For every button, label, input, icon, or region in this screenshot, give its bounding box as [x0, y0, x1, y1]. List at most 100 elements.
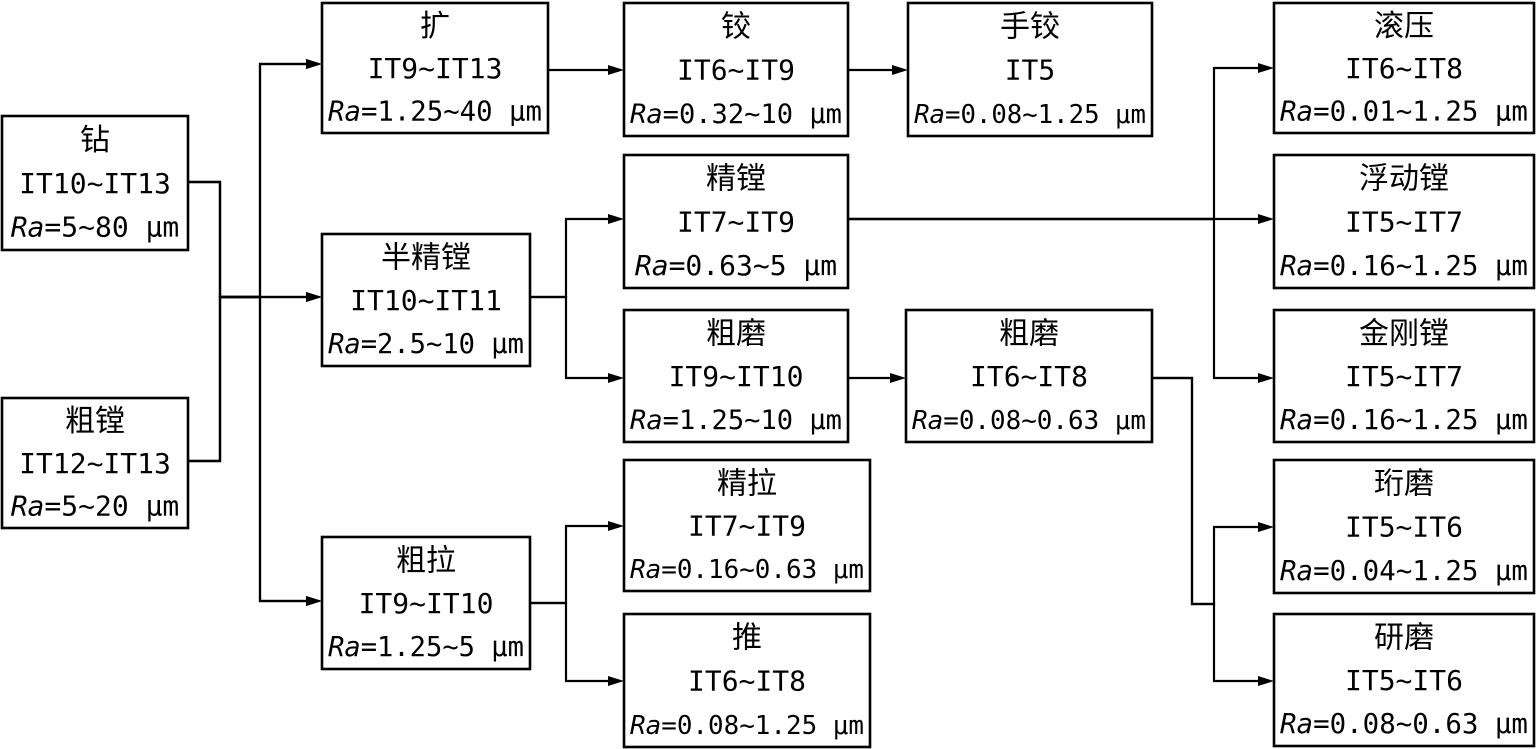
connector-line: [530, 217, 608, 299]
roughness-value: =1.25~10 μm: [663, 405, 842, 436]
arrowhead-icon: [608, 373, 624, 383]
tolerance-grade: IT5: [1005, 54, 1056, 87]
roughness-value: =0.16~1.25 μm: [1313, 405, 1528, 436]
roughness-value: =0.63~5 μm: [669, 249, 838, 282]
process-name: 珩磨: [1374, 467, 1434, 502]
process-name: 铰: [721, 10, 751, 45]
connector-line: [188, 180, 306, 603]
surface-roughness: Ra=1.25~10 μm: [630, 405, 842, 436]
box-border: [0, 114, 190, 252]
process-name: 精拉: [717, 466, 777, 501]
arrowhead-icon: [608, 214, 624, 224]
box-border: [622, 612, 872, 749]
arrowhead-icon: [1258, 373, 1274, 383]
connector-lines: [188, 59, 1274, 686]
connector-semi_fine_bore-to-rough_grind_1: [530, 295, 624, 383]
process-name: 粗拉: [396, 544, 456, 579]
tolerance-grade: IT9~IT13: [368, 52, 503, 85]
surface-roughness: Ra=2.5~10 μm: [328, 329, 524, 360]
process-name: 浮动镗: [1359, 162, 1449, 197]
tolerance-grade: IT5~IT6: [1345, 511, 1463, 544]
connector-rough_grind_1-to-rough_grind_2: [848, 373, 906, 383]
ra-symbol: Ra: [11, 211, 45, 244]
surface-roughness: Ra=0.32~10 μm: [630, 98, 842, 129]
connector-rough_broach-to-push: [530, 601, 624, 686]
arrowhead-icon: [306, 596, 322, 606]
process-name: 钻: [80, 123, 110, 158]
surface-roughness: Ra=0.16~0.63 μm: [630, 555, 864, 585]
connector-rough_bore-to-semi_fine_bore: [188, 292, 322, 463]
ra-symbol: Ra: [630, 710, 661, 740]
box-border: [622, 153, 850, 290]
process-name: 粗镗: [65, 404, 125, 439]
box-border: [0, 396, 190, 530]
box-border: [320, 232, 532, 368]
box-border: [622, 458, 872, 593]
ra-symbol: Ra: [635, 249, 669, 282]
tolerance-grade: IT7~IT9: [688, 510, 806, 543]
ra-symbol: Ra: [1280, 251, 1313, 282]
tolerance-grade: IT5~IT7: [1345, 206, 1463, 239]
arrowhead-icon: [1258, 63, 1274, 73]
roughness-value: =0.32~10 μm: [663, 98, 842, 129]
process-name: 精镗: [706, 162, 766, 197]
connector-rough_grind_2-to-lap: [1152, 376, 1274, 686]
roughness-value: =0.08~0.63 μm: [1313, 709, 1528, 740]
process-name: 研磨: [1374, 621, 1434, 656]
roughness-value: =2.5~10 μm: [361, 329, 524, 360]
arrowhead-icon: [892, 65, 908, 75]
surface-roughness: Ra=1.25~5 μm: [328, 632, 524, 663]
box-border: [1272, 1, 1536, 135]
box-border: [1272, 308, 1536, 444]
roughness-value: =0.04~1.25 μm: [1313, 556, 1528, 587]
process-name: 金刚镗: [1359, 317, 1449, 352]
connector-fine_bore-to-diamond_bore: [848, 217, 1274, 383]
tolerance-grade: IT6~IT8: [1345, 52, 1463, 85]
tolerance-grade: IT10~IT11: [350, 284, 502, 317]
ra-symbol: Ra: [1280, 405, 1313, 436]
surface-roughness: Ra=0.08~0.63 μm: [1280, 709, 1528, 740]
surface-roughness: Ra=1.25~40 μm: [328, 96, 542, 127]
connector-line: [1152, 376, 1258, 683]
ra-symbol: Ra: [630, 98, 663, 129]
ra-symbol: Ra: [1280, 96, 1313, 127]
surface-roughness: Ra=5~80 μm: [11, 211, 180, 244]
roughness-value: =0.08~1.25 μm: [945, 99, 1146, 129]
surface-roughness: Ra=0.08~1.25 μm: [630, 710, 864, 740]
process-name: 扩: [420, 9, 450, 44]
connector-expand-to-ream: [548, 65, 624, 75]
connector-semi_fine_bore-to-fine_bore: [530, 214, 624, 299]
arrowhead-icon: [1258, 522, 1274, 532]
connector-line: [530, 295, 608, 380]
arrowhead-icon: [608, 65, 624, 75]
connector-line: [530, 601, 608, 683]
ra-symbol: Ra: [1280, 556, 1313, 587]
arrowhead-icon: [890, 373, 906, 383]
connector-drill-to-expand: [188, 59, 322, 299]
box-border: [622, 308, 850, 444]
ra-symbol: Ra: [328, 96, 361, 127]
connector-line: [188, 62, 306, 463]
ra-symbol: Ra: [914, 99, 945, 129]
process-name: 滚压: [1374, 9, 1434, 44]
tolerance-grade: IT9~IT10: [359, 587, 494, 620]
tolerance-grade: IT9~IT10: [669, 360, 804, 393]
surface-roughness: Ra=0.16~1.25 μm: [1280, 251, 1528, 282]
connector-line: [1152, 376, 1258, 606]
roughness-value: =1.25~40 μm: [361, 96, 542, 127]
ra-symbol: Ra: [1280, 709, 1313, 740]
surface-roughness: Ra=0.08~0.63 μm: [912, 406, 1146, 436]
roughness-value: =5~20 μm: [44, 489, 179, 522]
connector-rough_bore-to-rough_broach: [188, 295, 322, 606]
